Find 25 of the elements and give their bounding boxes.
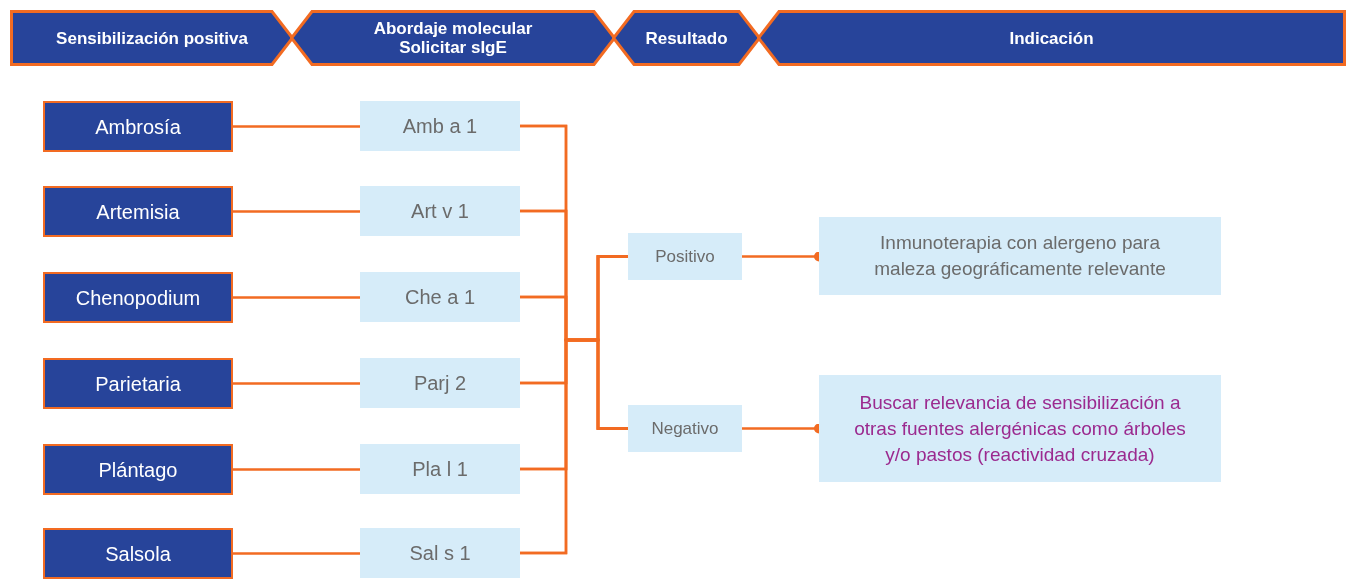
pollen-source-box: Plántago: [43, 444, 233, 495]
connector-line: [233, 468, 360, 471]
molecule-box: Parj 2: [360, 358, 520, 408]
pollen-source-box: Artemisia: [43, 186, 233, 237]
result-box: Positivo: [628, 233, 742, 280]
indication-box: Buscar relevancia de sensibilización a otras fuentes alergénicas como árboles y/o pastos (reactividad cruzada): [819, 375, 1221, 482]
molecule-box: Art v 1: [360, 186, 520, 236]
header-banner: Resultado: [612, 10, 761, 66]
molecule-box: Sal s 1: [360, 528, 520, 578]
pollen-source-box: Salsola: [43, 528, 233, 579]
pollen-source-box: Parietaria: [43, 358, 233, 409]
connector-line: [233, 552, 360, 555]
molecule-box: Che a 1: [360, 272, 520, 322]
molecule-box: Pla l 1: [360, 444, 520, 494]
pollen-source-box: Chenopodium: [43, 272, 233, 323]
connector-line: [233, 382, 360, 385]
pollen-source-box: Ambrosía: [43, 101, 233, 152]
connector-line: [233, 296, 360, 299]
molecule-box: Amb a 1: [360, 101, 520, 151]
connector-line: [233, 125, 360, 128]
indication-box: Inmunoterapia con alergeno para maleza geográficamente relevante: [819, 217, 1221, 295]
connector-line: [520, 338, 628, 555]
result-box: Negativo: [628, 405, 742, 452]
header-banner: Sensibilización positiva: [10, 10, 294, 66]
connector-line: [233, 210, 360, 213]
